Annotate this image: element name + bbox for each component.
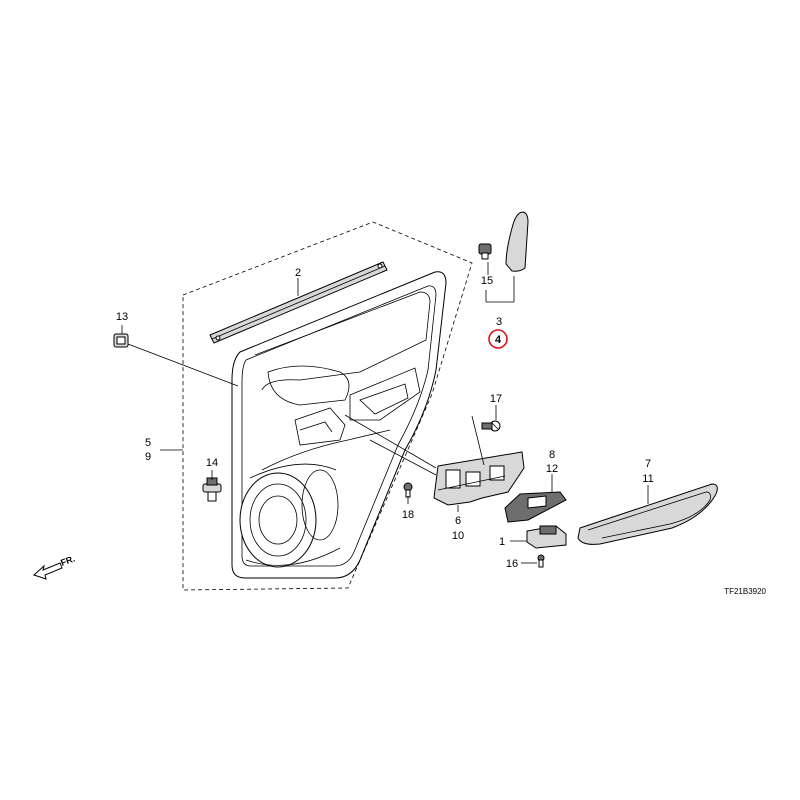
assembly-boundary (182, 221, 473, 591)
clip-13 (113, 333, 129, 348)
power-window-switch (526, 525, 567, 549)
reference-code: TF21B3920 (724, 587, 766, 596)
callout-16: 16 (506, 558, 518, 570)
inner-handle-base (433, 451, 525, 506)
screw-16 (537, 554, 545, 568)
door-molding-strip (209, 261, 388, 344)
callout-2: 2 (295, 267, 301, 279)
callout-3: 3 (496, 316, 502, 328)
front-direction-arrow (33, 562, 63, 580)
callout-14: 14 (206, 457, 218, 469)
callout-10: 10 (452, 530, 464, 542)
callout-5: 5 (145, 437, 151, 449)
callout-11: 11 (642, 473, 653, 485)
callout-4: 4 (495, 334, 502, 346)
door-lining-panel (231, 271, 447, 579)
callout-12: 12 (546, 463, 558, 475)
callout-15: 15 (481, 275, 493, 287)
screw-17 (481, 420, 501, 432)
leader-lines (121, 262, 649, 564)
callout-8: 8 (549, 449, 555, 461)
corner-trim (505, 211, 529, 272)
callout-18: 18 (402, 509, 414, 521)
callout-13: 13 (116, 311, 128, 323)
callout-1: 1 (499, 536, 505, 548)
clip-15 (478, 243, 492, 260)
armrest-cover (577, 483, 718, 545)
callout-17: 17 (490, 393, 502, 405)
power-window-switch-panel (504, 491, 567, 523)
highlight-circle-4 (488, 329, 508, 349)
callout-9: 9 (145, 451, 151, 463)
direction-label: FR. (59, 554, 76, 568)
screw-18 (403, 482, 413, 498)
callout-7: 7 (645, 458, 651, 470)
clip-14 (202, 477, 222, 502)
callout-6: 6 (455, 515, 461, 527)
